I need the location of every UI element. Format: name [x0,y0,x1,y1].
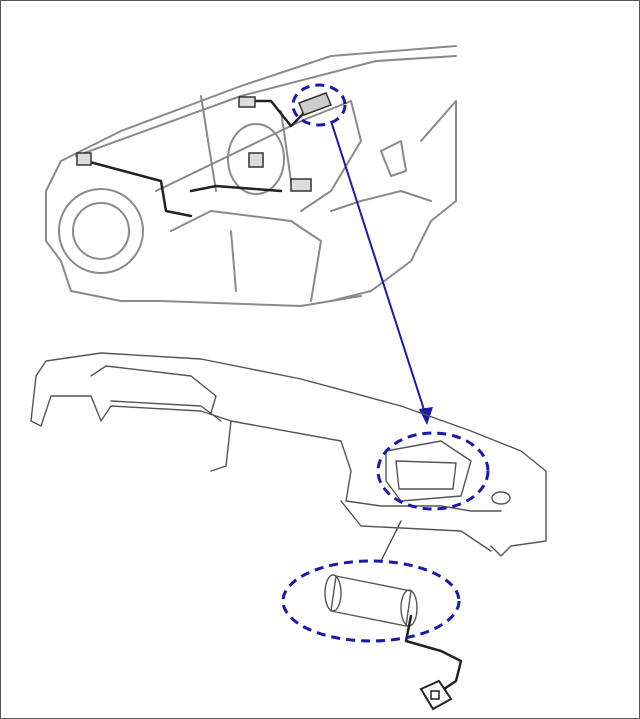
highlight-ellipse-dashboard [376,431,490,511]
pointer-arrow [330,120,433,425]
car-interior-illustration [45,45,457,307]
highlight-ellipse-car [291,83,347,127]
connector-illustration [419,679,453,711]
highlight-ellipse-inflator [281,559,461,643]
airbag-inflator-illustration [324,574,463,693]
dashboard-illustration [30,352,547,562]
